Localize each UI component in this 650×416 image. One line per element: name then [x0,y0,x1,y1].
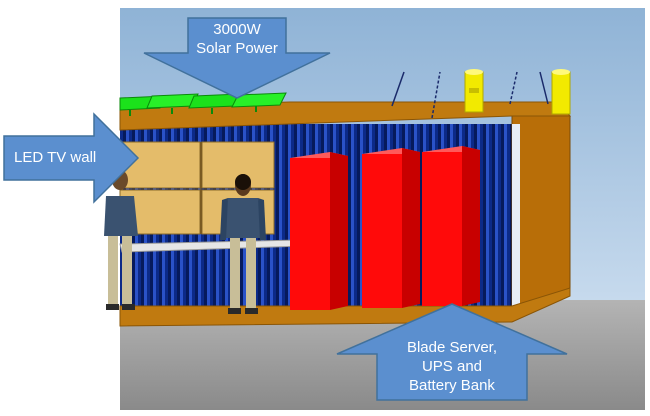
server-rack-3 [422,146,480,306]
solar-callout-label: 3000W Solar Power [188,20,286,58]
tv-wall-callout-label: LED TV wall [6,148,106,167]
yellow-pole-1 [465,69,483,112]
server-rack-2 [362,148,420,308]
server-rack-1 [290,152,348,310]
container-end-wall [512,116,570,312]
server-callout-label: Blade Server, UPS and Battery Bank [377,338,527,395]
container-end-inner-face [512,124,520,312]
yellow-pole-2 [552,69,570,114]
